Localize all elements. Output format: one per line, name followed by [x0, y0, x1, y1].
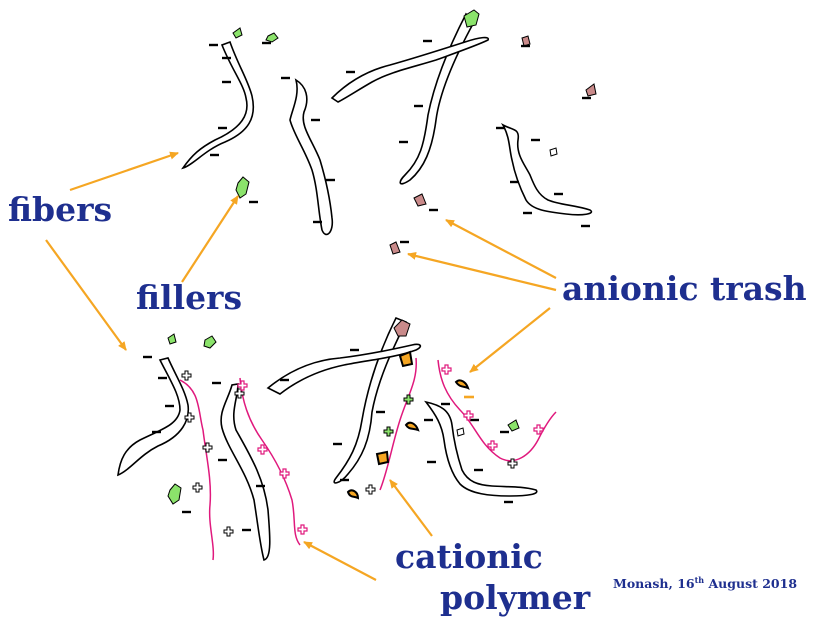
label-cationic: cationic — [395, 537, 543, 576]
filler-particle — [266, 33, 278, 42]
arrow-trash-1 — [446, 220, 556, 278]
anionic-trash-particle — [586, 84, 596, 96]
arrow-trash-2 — [408, 254, 556, 290]
arrow-cationic-1 — [390, 480, 432, 536]
arrow-trash-3 — [470, 308, 550, 372]
arrow-fibers-bottom — [46, 240, 126, 350]
flocculated-trash-particle — [377, 452, 388, 464]
label-fibers: fibers — [8, 190, 112, 229]
filler-particle — [464, 10, 479, 27]
filler-particle — [168, 484, 181, 504]
anionic-trash-particle — [522, 36, 530, 46]
fiber — [183, 42, 253, 168]
fiber — [290, 80, 332, 234]
label-anionic-trash: anionic trash — [562, 269, 807, 308]
fiber — [334, 318, 406, 483]
fiber — [332, 38, 488, 102]
negative-charges — [143, 350, 513, 530]
fiber — [400, 14, 474, 184]
footer-ordinal: th — [695, 575, 705, 585]
bottom-scene — [118, 318, 556, 560]
flocculated-trash-particle — [348, 490, 358, 498]
filler-particle — [550, 148, 557, 156]
fiber — [503, 125, 591, 215]
footer-date: August 2018 — [704, 576, 797, 591]
filler-particle — [236, 177, 249, 198]
label-polymer: polymer — [440, 578, 590, 617]
footer-caption: Monash, 16th August 2018 — [613, 575, 797, 591]
filler-particle — [168, 334, 176, 344]
flocculated-trash-particle — [406, 423, 418, 430]
positive-charges-filler — [384, 395, 413, 436]
arrow-fibers-top — [70, 153, 178, 190]
fiber — [118, 358, 188, 475]
filler-particle — [508, 420, 519, 431]
top-scene — [183, 10, 596, 254]
arrow-cationic-2 — [304, 542, 376, 580]
footer-place: Monash, 16 — [613, 576, 695, 591]
filler-particle — [204, 336, 216, 348]
fiber — [268, 344, 420, 394]
filler-particle — [457, 428, 464, 436]
fiber — [426, 402, 537, 496]
anionic-trash-particle — [414, 194, 426, 206]
arrows — [46, 153, 556, 580]
filler-particle — [233, 28, 242, 38]
anionic-trash-particle — [390, 242, 400, 254]
label-fillers: fillers — [136, 278, 242, 317]
flocculated-trash-particle — [456, 380, 468, 388]
arrow-fillers — [182, 196, 238, 282]
